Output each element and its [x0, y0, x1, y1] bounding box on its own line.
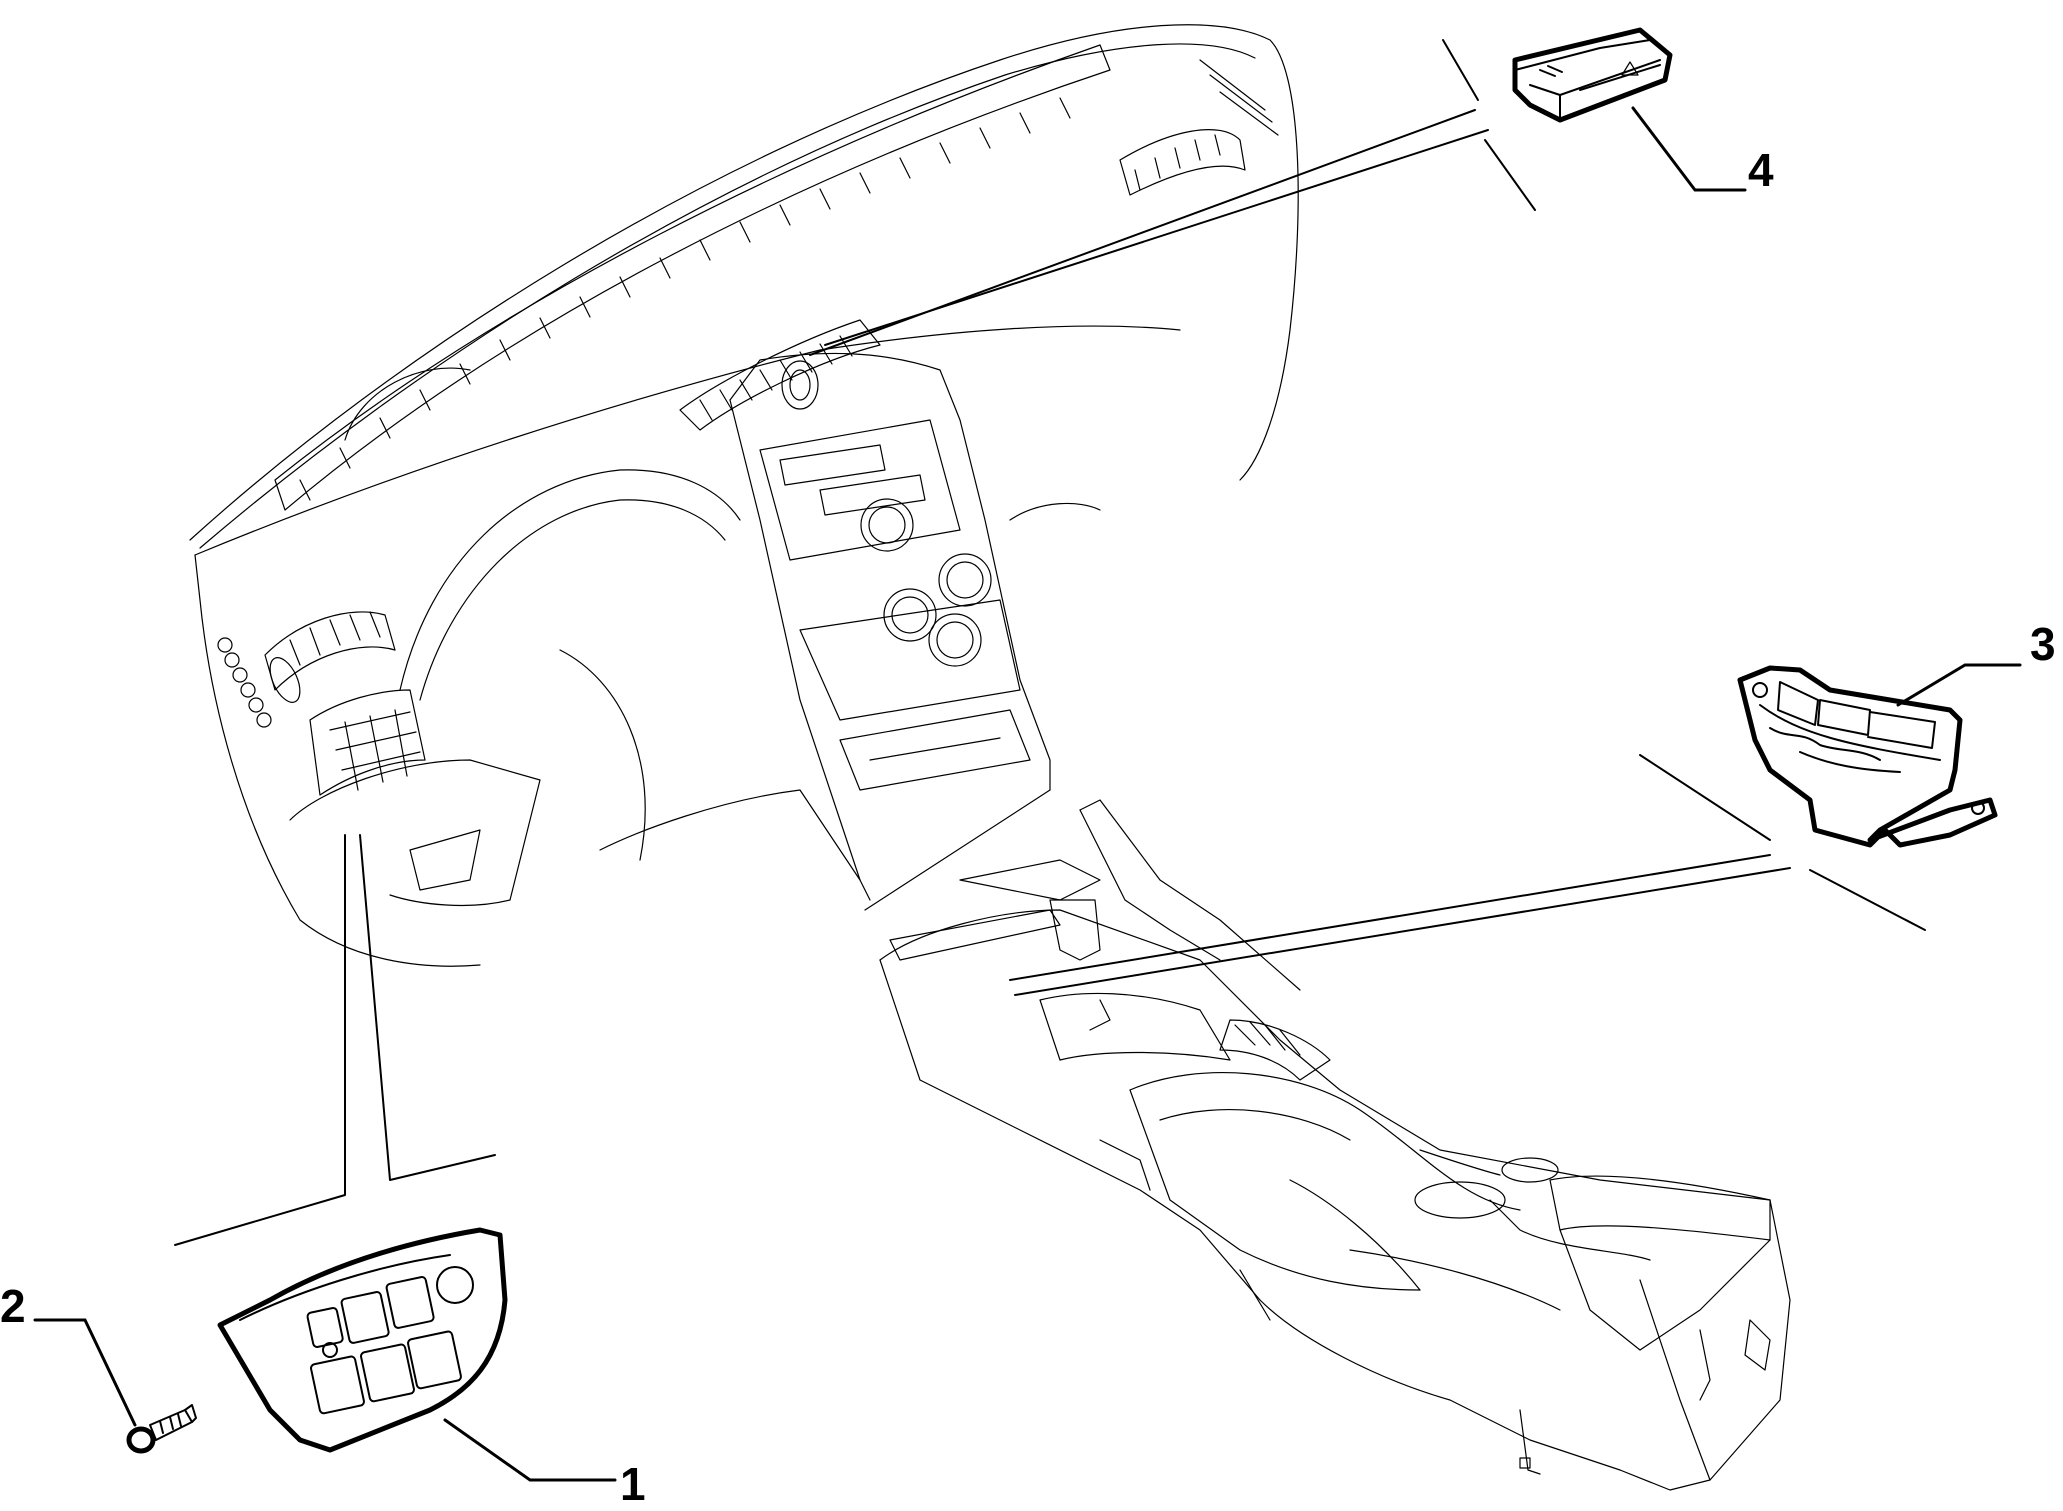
leader-4 [1631, 106, 1747, 192]
dashboard-illustration [189, 24, 1299, 967]
leader-2 [33, 1318, 137, 1427]
callout-3: 3 [2030, 618, 2056, 670]
callout-2: 2 [0, 1280, 26, 1332]
callout-1: 1 [620, 1458, 646, 1510]
leader-1 [443, 1418, 617, 1482]
callout-4: 4 [1748, 144, 1774, 196]
leader-3 [1896, 663, 2022, 707]
centre-console-illustration [879, 799, 1791, 1491]
switch-panel-icon [217, 1227, 508, 1453]
screw-icon [126, 1404, 197, 1454]
hazard-switch-icon [1512, 27, 1673, 123]
switch-block-icon [1737, 665, 1998, 848]
leader-lines [174, 39, 1926, 1246]
